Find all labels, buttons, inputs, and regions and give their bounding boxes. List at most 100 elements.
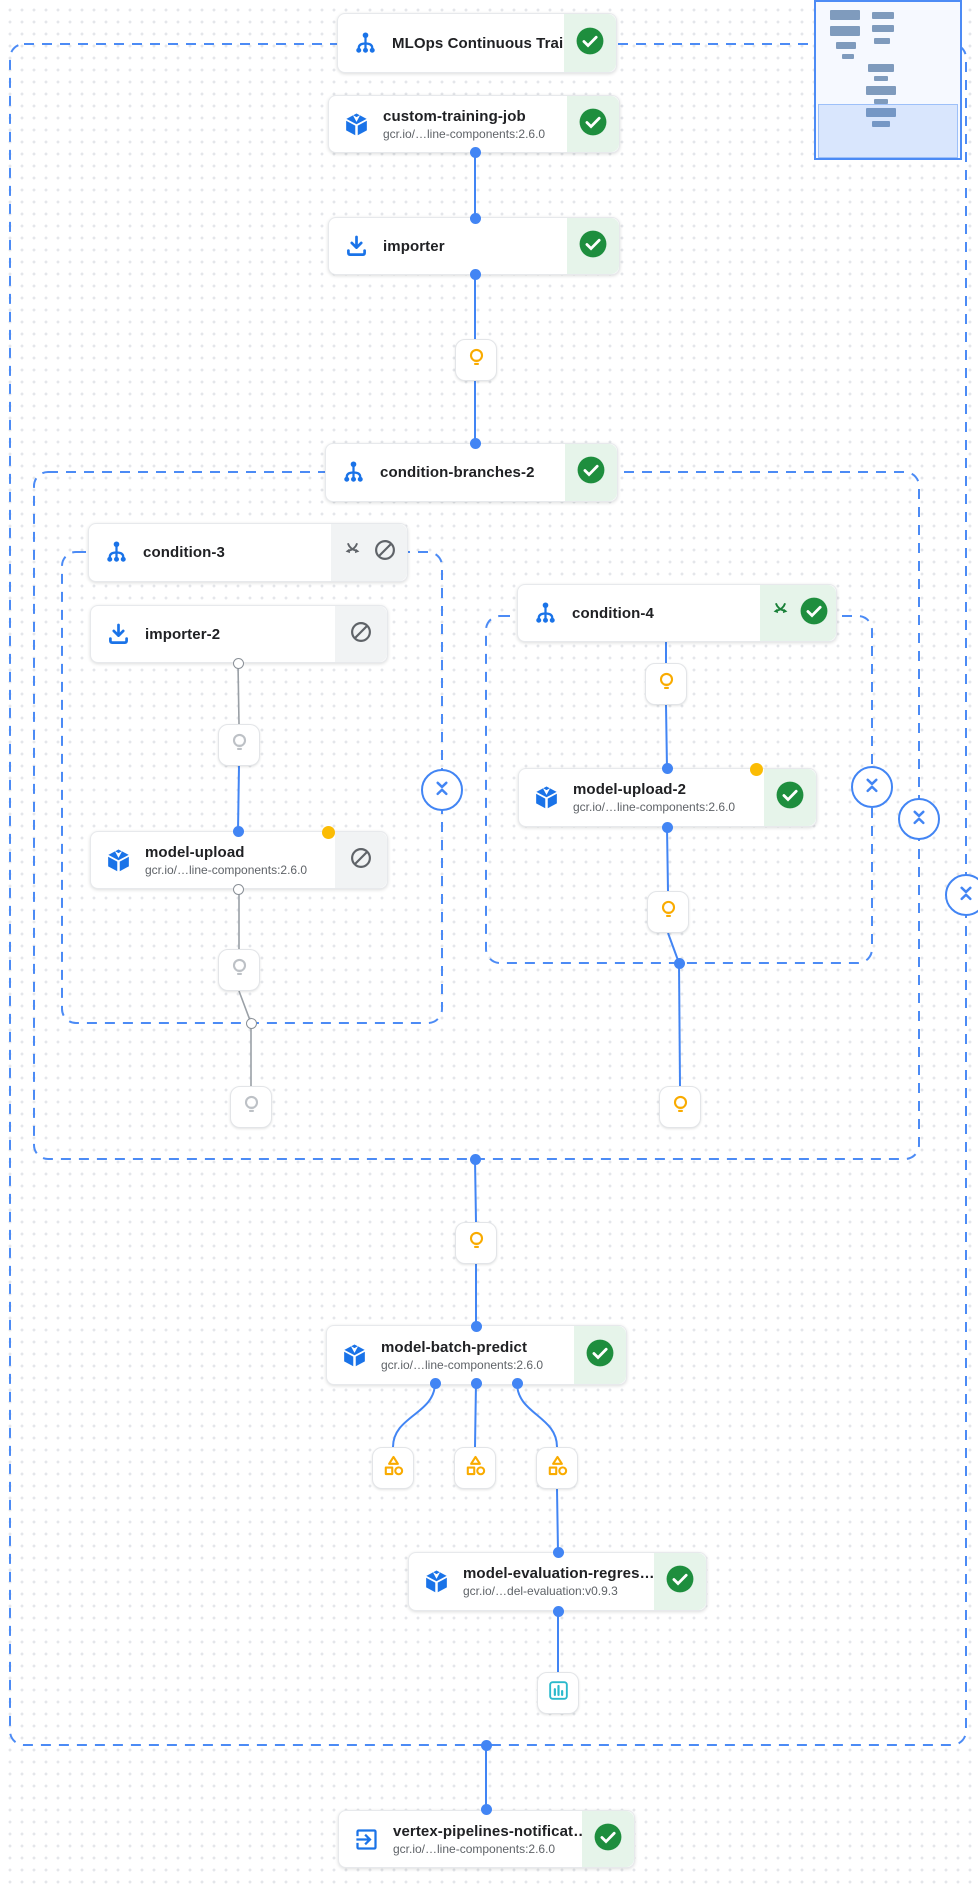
node-status [567, 96, 619, 152]
minimap-node [874, 38, 890, 44]
artifact-lightbulb-skipped-3[interactable] [230, 1086, 272, 1128]
container-condition-4 [485, 615, 873, 964]
condition-tree-icon [326, 444, 380, 501]
node-subtitle: gcr.io/…line-components:2.6.0 [381, 1357, 544, 1372]
collapse-button-condition-4[interactable] [851, 766, 893, 808]
minimap-node [830, 10, 860, 20]
edge-batchpredict-dataset2 [474, 1382, 477, 1448]
component-cube-icon [91, 832, 145, 888]
node-title: condition-branches-2 [380, 464, 535, 481]
edge-dot [469, 268, 481, 280]
check-circle-icon [800, 597, 828, 630]
cache-indicator-dot [750, 763, 763, 776]
blocked-icon [348, 845, 374, 876]
node-importer-2[interactable]: importer-2 [90, 605, 388, 663]
node-model-batch-predict[interactable]: model-batch-predict gcr.io/…line-compone… [326, 1325, 627, 1385]
minimap-node [842, 54, 854, 59]
minimap-node [868, 64, 894, 72]
edge-branchesedge-artifact [474, 1158, 477, 1223]
artifact-lightbulb-skipped-2[interactable] [218, 949, 260, 991]
node-title: condition-3 [143, 544, 225, 561]
node-importer[interactable]: importer [328, 217, 620, 275]
branch-split-icon [769, 599, 792, 627]
artifact-lightbulb-5[interactable] [455, 1222, 497, 1264]
edge-dot [469, 212, 481, 224]
minimap-node [872, 121, 890, 127]
check-circle-icon [776, 781, 804, 814]
component-cube-icon [409, 1553, 463, 1610]
import-download-icon [91, 606, 145, 662]
node-title: model-upload [145, 843, 245, 861]
edge-artifact-modelupload [237, 765, 240, 832]
minimap[interactable] [814, 0, 962, 160]
lightbulb-icon [239, 1092, 264, 1122]
edge-c4edge-artifact [678, 962, 681, 1087]
lightbulb-icon [227, 730, 252, 760]
lightbulb-icon [668, 1092, 693, 1122]
collapse-button-condition-3[interactable] [421, 769, 463, 811]
node-title: MLOps Continuous Traini… [392, 34, 564, 52]
edge-dot [469, 146, 481, 158]
artifact-lightbulb-1[interactable] [455, 339, 497, 381]
category-shapes-icon [381, 1453, 406, 1483]
artifact-dataset-3[interactable] [536, 1447, 578, 1489]
node-status [582, 1811, 634, 1867]
edge-dot-hollow [245, 1017, 257, 1029]
minimap-node [874, 76, 888, 81]
edge-dot [552, 1546, 564, 1558]
artifact-dataset-1[interactable] [372, 1447, 414, 1489]
node-condition-branches-2[interactable]: condition-branches-2 [325, 443, 618, 502]
blocked-icon [372, 537, 398, 568]
check-circle-icon [586, 1339, 614, 1372]
minimap-viewport[interactable] [818, 104, 958, 158]
component-cube-icon [519, 769, 573, 826]
edge-dot [661, 821, 673, 833]
condition-tree-icon [338, 14, 392, 72]
artifact-lightbulb-3[interactable] [647, 891, 689, 933]
exit-to-app-icon [339, 1811, 393, 1867]
collapse-button-condition-branches-2[interactable] [898, 798, 940, 840]
artifact-lightbulb-4[interactable] [659, 1086, 701, 1128]
condition-tree-icon [89, 524, 143, 581]
node-title: model-evaluation-regres… [463, 1565, 654, 1582]
node-status [565, 444, 617, 501]
node-vertex-pipelines-notification[interactable]: vertex-pipelines-notificat… gcr.io/…line… [338, 1810, 635, 1868]
minimap-node [830, 26, 860, 36]
minimap-node [836, 42, 856, 49]
artifact-metrics[interactable] [537, 1672, 579, 1714]
node-status [335, 606, 387, 662]
node-title: importer-2 [145, 625, 221, 643]
collapse-button-pipeline-root[interactable] [945, 874, 978, 916]
check-circle-icon [577, 456, 605, 489]
artifact-dataset-2[interactable] [454, 1447, 496, 1489]
node-condition-4[interactable]: condition-4 [517, 584, 837, 642]
node-status [760, 585, 836, 641]
node-title: vertex-pipelines-notificat… [393, 1822, 582, 1840]
edge-dot [470, 1320, 482, 1332]
edge-batchpredict-dataset1 [392, 1382, 436, 1448]
node-model-evaluation-regression[interactable]: model-evaluation-regres… gcr.io/…del-eva… [408, 1552, 707, 1611]
blocked-icon [348, 619, 374, 650]
edge-dot [232, 825, 244, 837]
node-condition-3[interactable]: condition-3 [88, 523, 408, 582]
node-title: condition-4 [572, 604, 654, 622]
node-subtitle: gcr.io/…line-components:2.6.0 [383, 126, 546, 141]
artifact-lightbulb-2[interactable] [645, 663, 687, 705]
edge-dot [673, 957, 685, 969]
edge-importer2-lightbulb [237, 662, 240, 725]
node-mlops-continuous-training[interactable]: MLOps Continuous Traini… [337, 13, 617, 73]
cache-indicator-dot [322, 826, 335, 839]
node-custom-training-job[interactable]: custom-training-job gcr.io/…line-compone… [328, 95, 620, 153]
category-shapes-icon [463, 1453, 488, 1483]
node-model-upload[interactable]: model-upload gcr.io/…line-components:2.6… [90, 826, 388, 889]
edge-dataset-evaluation [556, 1488, 559, 1553]
minimap-node [874, 99, 888, 104]
edge-dot-hollow [232, 657, 244, 669]
node-status [574, 1326, 626, 1384]
node-model-upload-2[interactable]: model-upload-2 gcr.io/…line-components:2… [518, 763, 817, 827]
category-shapes-icon [545, 1453, 570, 1483]
unfold-less-icon [429, 775, 455, 806]
node-status [331, 524, 407, 581]
artifact-lightbulb-skipped-1[interactable] [218, 724, 260, 766]
